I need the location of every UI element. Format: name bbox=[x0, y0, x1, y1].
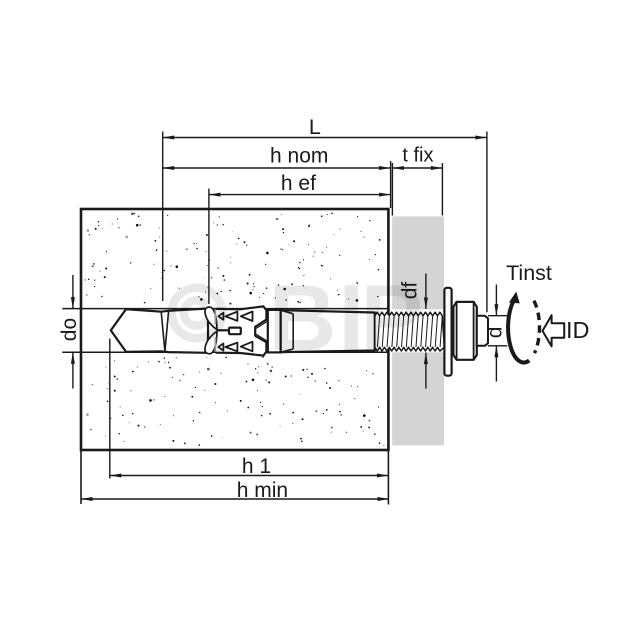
svg-text:do: do bbox=[58, 318, 81, 341]
svg-text:h nom: h nom bbox=[270, 145, 328, 168]
svg-text:h ef: h ef bbox=[281, 172, 316, 195]
svg-text:L: L bbox=[309, 115, 321, 139]
svg-text:B: B bbox=[269, 265, 337, 370]
svg-text:Tinst: Tinst bbox=[506, 261, 552, 285]
svg-text:t fix: t fix bbox=[402, 145, 433, 167]
svg-text:h min: h min bbox=[237, 479, 288, 502]
svg-text:ID: ID bbox=[566, 317, 590, 343]
svg-text:h 1: h 1 bbox=[242, 455, 271, 478]
svg-text:df: df bbox=[399, 282, 422, 300]
svg-text:P: P bbox=[361, 265, 424, 370]
svg-text:I: I bbox=[338, 265, 364, 370]
svg-text:d: d bbox=[484, 327, 507, 339]
